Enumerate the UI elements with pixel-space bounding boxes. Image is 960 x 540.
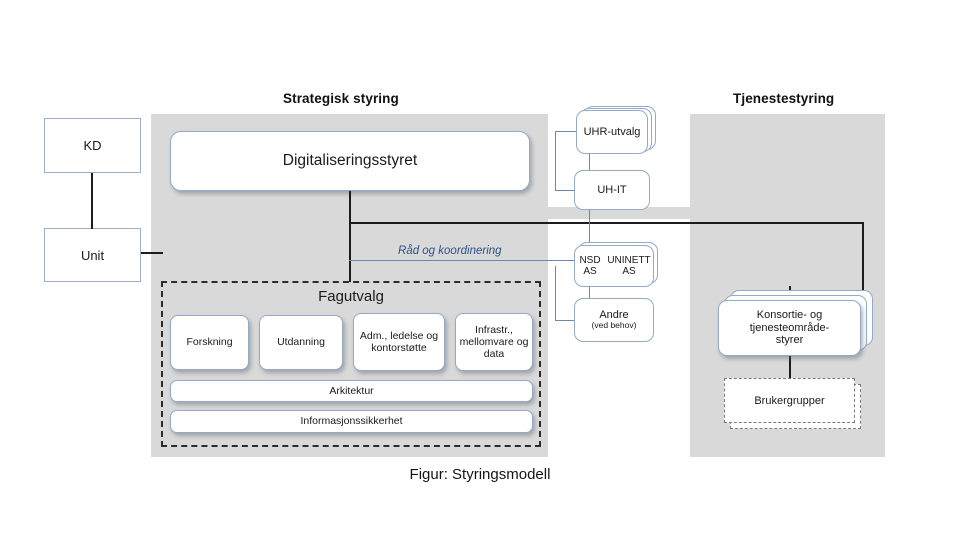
box-fagutvalg-forskning[interactable]: Forskning [170,315,249,370]
section-title-strategisk-styring: Strategisk styring [283,91,399,106]
box-andre-label: Andre [599,308,629,321]
connector-unit-to-panel [141,252,163,254]
advisory-branch-andre [555,320,589,321]
box-konsortie-text: Konsortie- og tjenesteområde- styrer [750,309,830,347]
box-informasjonssikkerhet[interactable]: Informasjonssikkerhet [170,410,533,433]
box-andre-sublabel: (ved behov) [591,320,637,331]
advisory-branch-uhit [555,190,589,191]
box-digitaliseringsstyret[interactable]: Digitaliseringsstyret [170,131,530,191]
box-nsd-uninett-line1: NSD AS [579,254,601,278]
box-nsd-uninett[interactable]: NSD AS UNINETT AS [574,245,654,287]
connector-horizontal-bus [349,222,864,224]
advisory-branch-lower-spine [555,266,556,321]
box-brukergrupper[interactable]: Brukergrupper [724,378,855,423]
box-uh-it[interactable]: UH-IT [574,170,650,210]
box-konsortie-line2: tjenesteområde- [749,321,830,334]
box-fagutvalg-infrastruktur-mellomvare-data[interactable]: Infrastr., mellomvare og data [455,313,533,371]
box-arkitektur[interactable]: Arkitektur [170,380,533,402]
box-unit[interactable]: Unit [44,228,141,282]
box-nsd-uninett-line2: UNINETT AS [607,254,651,278]
box-kd[interactable]: KD [44,118,141,173]
connector-konsortie-to-brukergrupper [789,356,791,379]
box-konsortie-line3: styrer [775,334,804,347]
box-fagutvalg-adm-ledelse-kontorstotte[interactable]: Adm., ledelse og kontorstøtte [353,313,445,371]
group-fagutvalg-title: Fagutvalg [318,288,384,305]
advisory-bus-vertical [589,122,590,322]
connector-bus-to-konsortie [862,222,864,304]
box-andre[interactable]: Andre (ved behov) [574,298,654,342]
section-title-tjenestestyring: Tjenestestyring [733,91,835,106]
figure-caption: Figur: Styringsmodell [409,466,551,483]
advisory-branch-upper-spine [555,131,556,191]
advisory-bus-horizontal [349,260,590,261]
box-konsortie-tjenesteomradestyrer[interactable]: Konsortie- og tjenesteområde- styrer [718,300,861,356]
advisory-bus-label: Råd og koordinering [398,245,502,257]
group-fagutvalg [161,281,541,447]
box-fagutvalg-utdanning[interactable]: Utdanning [259,315,343,370]
connector-kd-to-unit [91,173,93,229]
box-konsortie-line1: Konsortie- og [756,309,823,322]
box-andre-text: Andre (ved behov) [592,309,637,331]
connector-board-stem [349,191,351,282]
advisory-branch-uhr [555,131,589,132]
box-uhr-utvalg[interactable]: UHR-utvalg [576,110,648,154]
